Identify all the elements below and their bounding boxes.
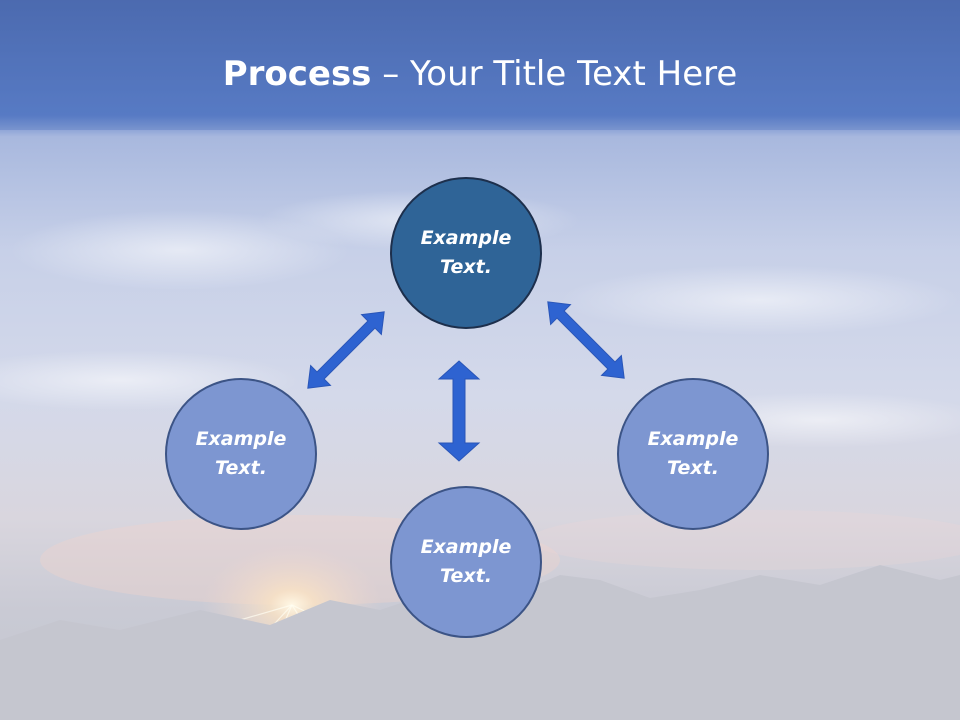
node-bottom: Example Text.: [390, 486, 542, 638]
node-bottom-label: Example Text.: [420, 536, 512, 587]
node-right-label: Example Text.: [647, 428, 739, 479]
slide-title: Process – Your Title Text Here: [0, 52, 960, 96]
title-rest-text: – Your Title Text Here: [371, 54, 738, 94]
node-left: Example Text.: [165, 378, 317, 530]
node-right: Example Text.: [617, 378, 769, 530]
title-bold-text: Process: [222, 54, 372, 94]
node-top-label: Example Text.: [420, 227, 512, 278]
node-left-label: Example Text.: [195, 428, 287, 479]
node-top: Example Text.: [390, 177, 542, 329]
